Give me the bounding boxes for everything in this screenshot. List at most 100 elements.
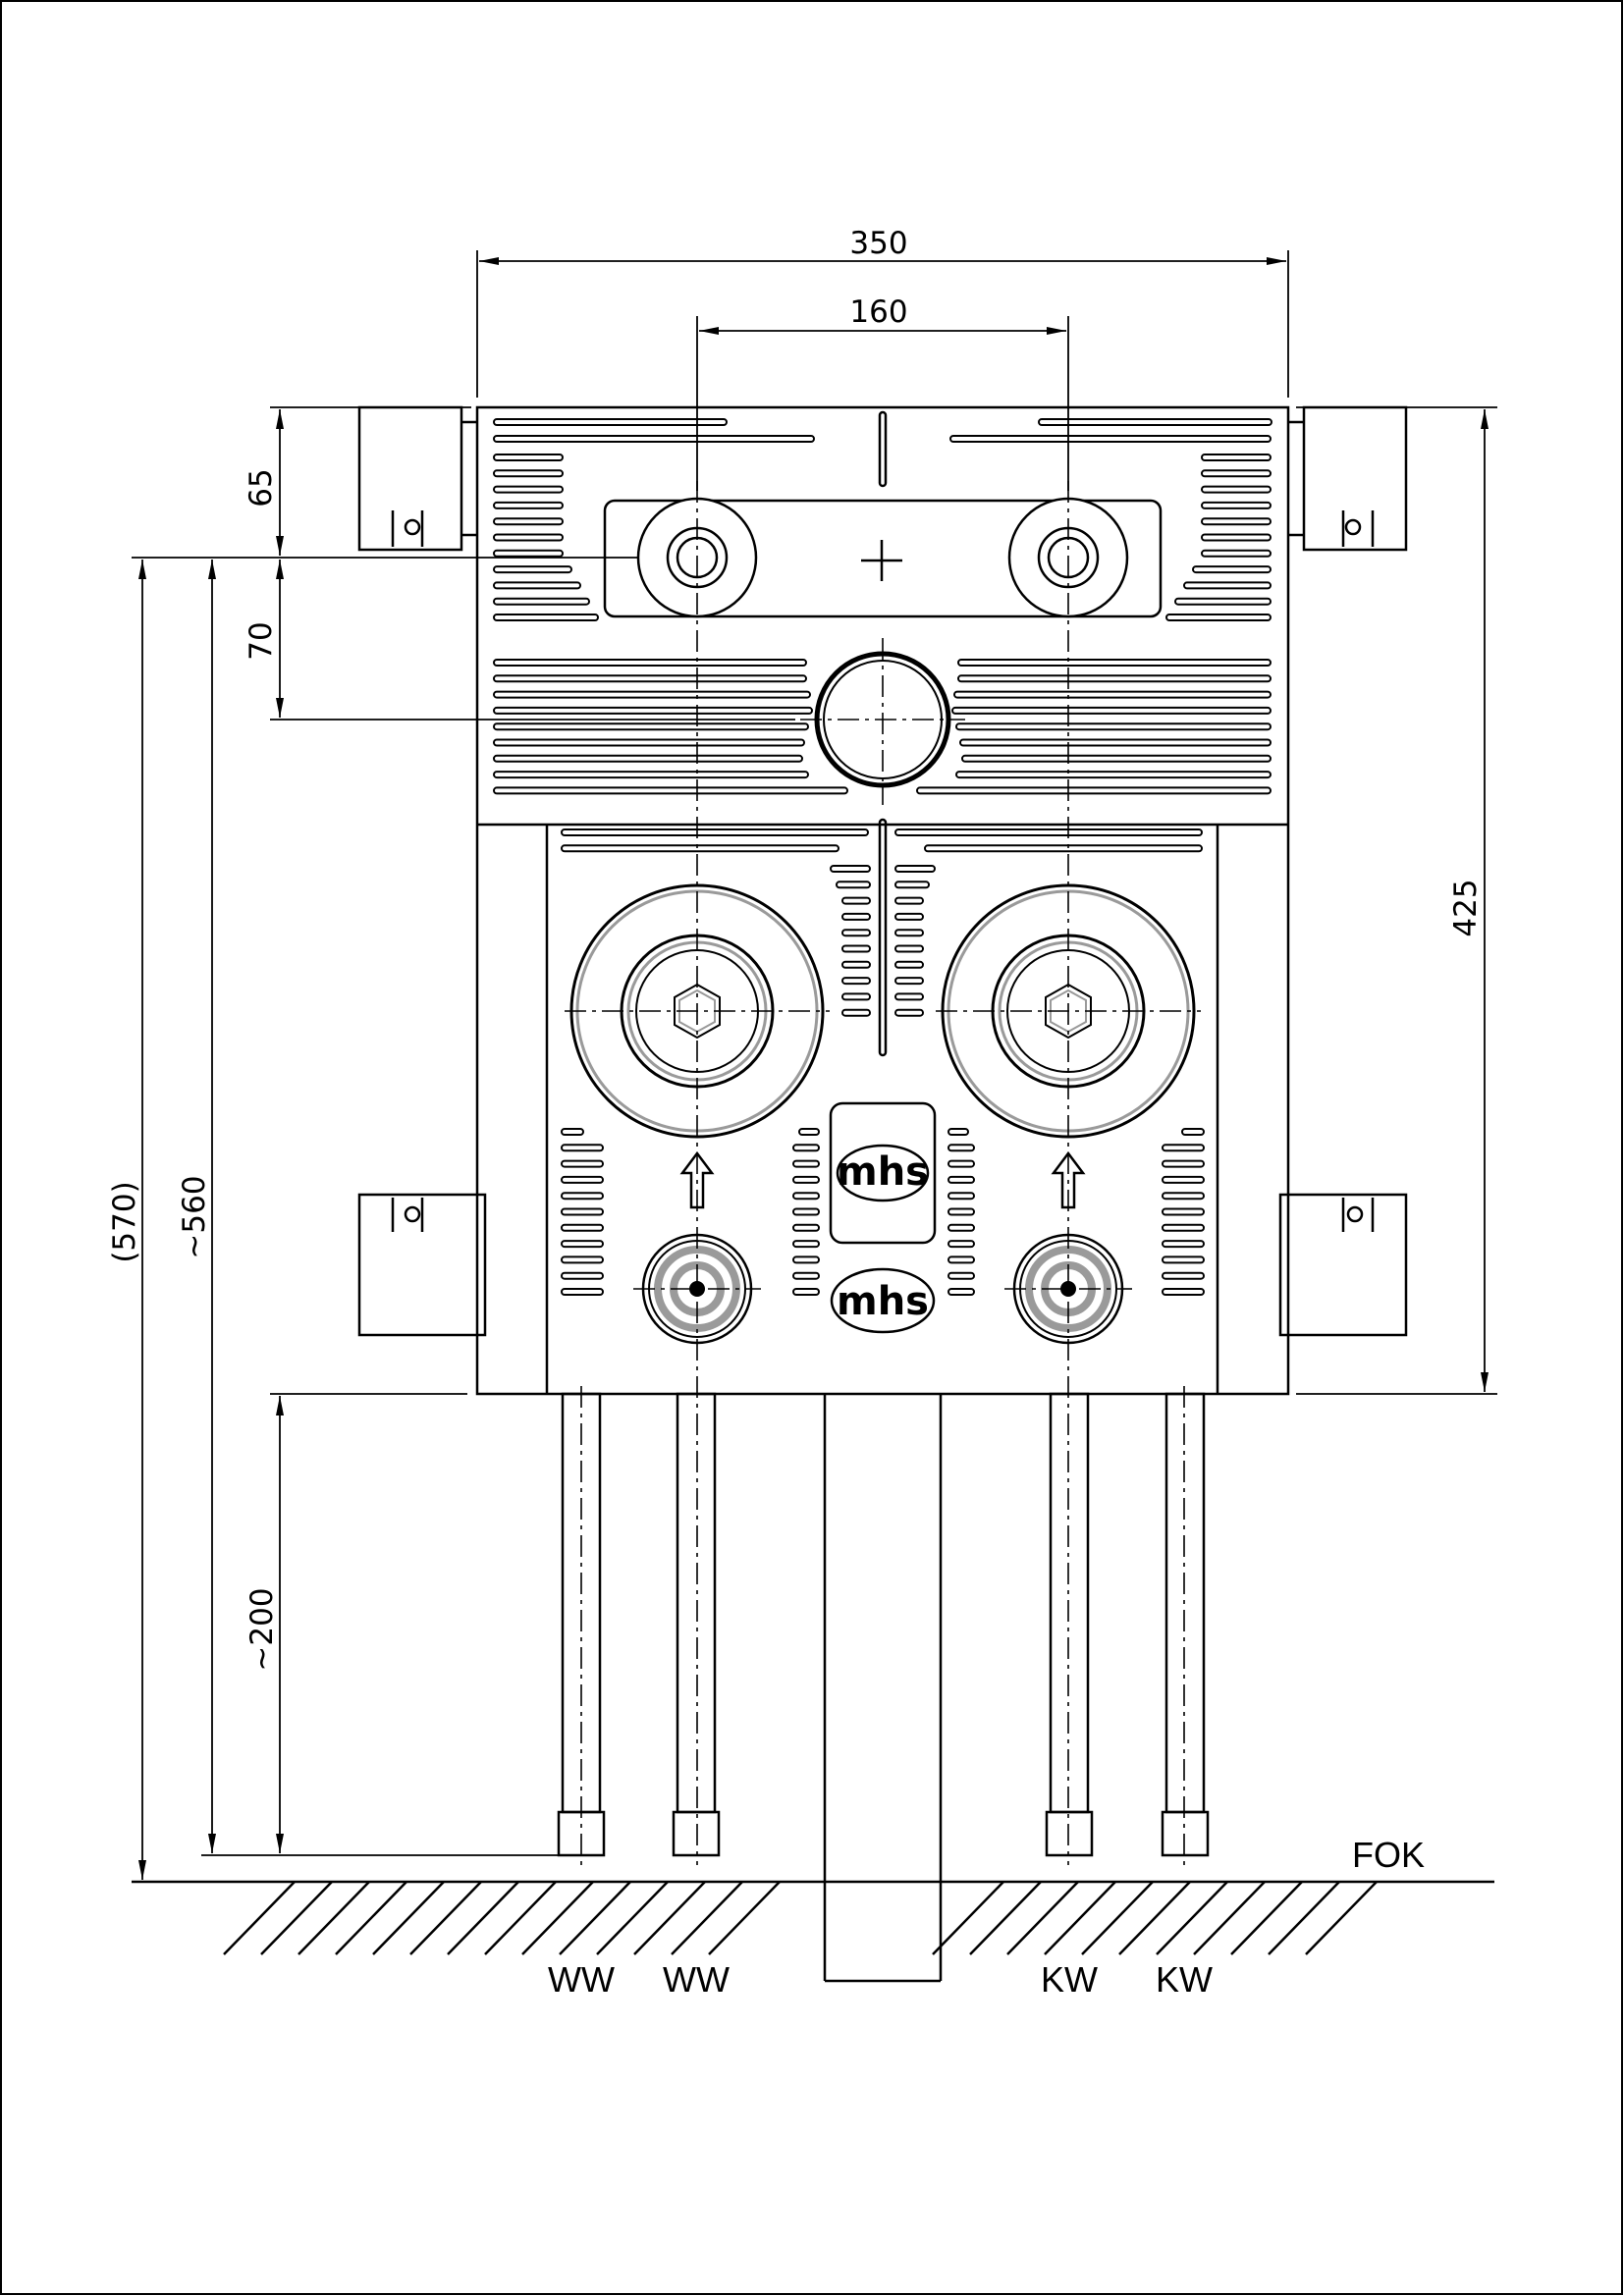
vent-slot bbox=[947, 1159, 975, 1168]
flow-arrow-right bbox=[1051, 1150, 1086, 1209]
dim-overall-width: 350 bbox=[849, 226, 907, 261]
hatch-line bbox=[1268, 1881, 1340, 1955]
vent-slot bbox=[493, 454, 564, 461]
vent-slot bbox=[561, 1288, 604, 1296]
hatch-line bbox=[521, 1881, 594, 1955]
vent-slot bbox=[894, 881, 930, 889]
vent-slot bbox=[493, 469, 564, 478]
vent-slot bbox=[1162, 1175, 1205, 1184]
vent-slot bbox=[561, 1128, 584, 1136]
vent-slot bbox=[894, 1008, 924, 1017]
flow-arrow-left bbox=[679, 1150, 715, 1209]
hatch-line bbox=[298, 1881, 370, 1955]
vent-slot bbox=[947, 1240, 975, 1249]
vent-slot bbox=[894, 977, 924, 986]
logo-lower bbox=[830, 1267, 936, 1334]
hatch-line bbox=[484, 1881, 557, 1955]
vent-slot bbox=[1162, 1240, 1205, 1249]
hatch-line bbox=[1118, 1881, 1191, 1955]
vent-slot bbox=[947, 1288, 975, 1296]
vent-slot bbox=[1162, 1223, 1205, 1232]
vent-slot bbox=[1201, 485, 1272, 494]
hatch-line bbox=[1081, 1881, 1154, 1955]
vent-slot bbox=[1201, 533, 1272, 542]
vent-slot bbox=[561, 1159, 604, 1168]
vent-slot bbox=[841, 896, 871, 905]
vent-slot bbox=[894, 912, 924, 921]
hatch-line bbox=[1230, 1881, 1303, 1955]
dim-height-560: ~560 bbox=[177, 1175, 212, 1258]
vent-slot bbox=[1162, 1255, 1205, 1264]
vent-slot bbox=[841, 992, 871, 1001]
vent-slot bbox=[1162, 1288, 1205, 1296]
vent-slot bbox=[493, 722, 809, 731]
vent-slot bbox=[947, 1175, 975, 1184]
vent-slot bbox=[955, 722, 1272, 731]
vent-slot bbox=[841, 929, 871, 937]
vent-slot bbox=[1162, 1144, 1205, 1152]
dim-valves-to-drain: 70 bbox=[244, 621, 279, 660]
vent-slot bbox=[894, 944, 924, 953]
vent-slot bbox=[493, 771, 809, 779]
vent-slot bbox=[947, 1255, 975, 1264]
dim-top-to-valves: 65 bbox=[244, 468, 279, 507]
vent-slot bbox=[792, 1240, 820, 1249]
hatch-line bbox=[671, 1881, 743, 1955]
hatch-line bbox=[223, 1881, 296, 1955]
vent-slot bbox=[792, 1207, 820, 1216]
floor-hatching bbox=[223, 1881, 1378, 1955]
vent-slot bbox=[792, 1288, 820, 1296]
drain-pipe bbox=[823, 1394, 943, 1983]
vent-slot bbox=[493, 597, 590, 606]
vent-slot bbox=[493, 485, 564, 494]
mounting-bracket-top-left bbox=[357, 405, 477, 552]
vent-slot bbox=[493, 435, 815, 443]
center-lines bbox=[565, 481, 1201, 1870]
vent-slot bbox=[792, 1255, 820, 1264]
hatch-line bbox=[372, 1881, 445, 1955]
vent-slot bbox=[561, 828, 869, 836]
hatch-line bbox=[559, 1881, 631, 1955]
supply-pipes bbox=[557, 1392, 1210, 1857]
vent-slot bbox=[957, 674, 1272, 683]
vent-slot bbox=[561, 1255, 604, 1264]
vent-slot bbox=[493, 659, 807, 667]
vent-slot bbox=[1201, 549, 1272, 558]
hatch-line bbox=[1305, 1881, 1378, 1955]
vent-slot bbox=[1162, 1271, 1205, 1280]
label-floor: FOK bbox=[1352, 1835, 1425, 1875]
vent-slot bbox=[493, 565, 572, 574]
vent-slot bbox=[493, 581, 581, 590]
hatch-line bbox=[260, 1881, 333, 1955]
vent-slot bbox=[1162, 1159, 1205, 1168]
hatch-line bbox=[335, 1881, 407, 1955]
vent-slot bbox=[1201, 517, 1272, 526]
dim-valve-spacing: 160 bbox=[849, 294, 907, 330]
vent-slot bbox=[792, 1144, 820, 1152]
mounting-box bbox=[475, 405, 1290, 1396]
vent-slot bbox=[955, 771, 1272, 779]
label-pipe-ww-2: WW bbox=[663, 1959, 730, 2000]
vent-slot bbox=[561, 1240, 604, 1249]
logo-text-upper: mhs bbox=[837, 1149, 929, 1195]
vent-slot bbox=[1192, 565, 1272, 574]
mounting-bracket-bottom-left bbox=[357, 1193, 487, 1337]
vent-slot bbox=[493, 549, 564, 558]
vent-slot bbox=[894, 992, 924, 1001]
vent-slot bbox=[947, 1271, 975, 1280]
valve-plate bbox=[603, 497, 1163, 618]
vent-slot bbox=[957, 659, 1272, 667]
vent-slot bbox=[836, 881, 871, 889]
hatch-line bbox=[1006, 1881, 1079, 1955]
dim-box-height: 425 bbox=[1448, 879, 1484, 936]
dimension-lines bbox=[132, 250, 1497, 1880]
vent-slot bbox=[947, 1192, 975, 1201]
vent-slot bbox=[947, 1128, 969, 1136]
vent-slot bbox=[561, 1223, 604, 1232]
vent-slot bbox=[792, 1192, 820, 1201]
hatch-line bbox=[1156, 1881, 1228, 1955]
vent-slot bbox=[830, 865, 871, 873]
vent-slot bbox=[1201, 469, 1272, 478]
